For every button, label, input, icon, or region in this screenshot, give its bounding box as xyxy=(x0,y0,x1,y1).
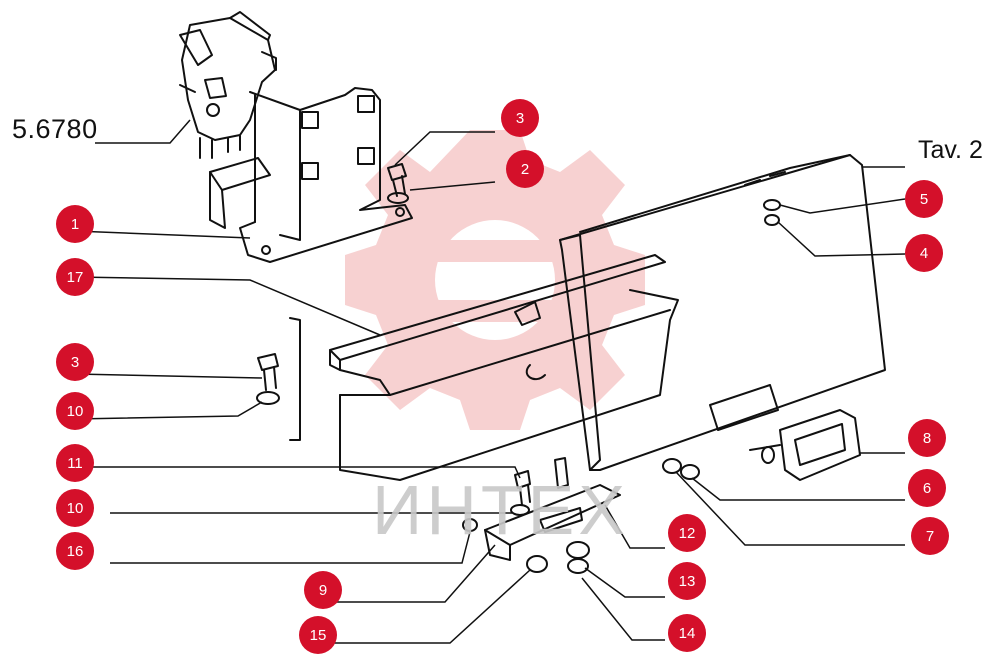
callout-11: 11 xyxy=(56,444,94,482)
callout-5: 5 xyxy=(905,180,943,218)
washers-4-5 xyxy=(763,199,781,226)
callout-16: 16 xyxy=(56,532,94,570)
callout-8: 8 xyxy=(908,419,946,457)
callout-1: 1 xyxy=(56,205,94,243)
frame-edge xyxy=(289,317,301,441)
watermark-logo xyxy=(345,130,645,430)
callout-4: 4 xyxy=(905,234,943,272)
bolt-left xyxy=(256,353,280,405)
bolt-top xyxy=(387,163,409,204)
callout-17: 17 xyxy=(56,258,94,296)
nuts-6-7 xyxy=(662,458,700,480)
callout-15: 15 xyxy=(299,616,337,654)
callout-3-left: 3 xyxy=(56,343,94,381)
callout-10-upper: 10 xyxy=(56,392,94,430)
callout-2: 2 xyxy=(506,150,544,188)
part-number-label: 5.6780 xyxy=(12,114,98,144)
callout-7: 7 xyxy=(911,517,949,555)
callout-3-top: 3 xyxy=(501,99,539,137)
callout-9: 9 xyxy=(304,571,342,609)
callout-13: 13 xyxy=(668,562,706,600)
callout-10-lower: 10 xyxy=(56,489,94,527)
callout-6: 6 xyxy=(908,469,946,507)
side-panel xyxy=(559,154,886,471)
leader-lines xyxy=(74,119,906,644)
tray xyxy=(329,254,679,481)
handle xyxy=(749,409,861,481)
table-label: Tav. 2 xyxy=(918,136,983,164)
valve-assembly xyxy=(179,11,277,159)
hinge xyxy=(462,457,621,574)
bracket xyxy=(209,87,413,263)
callout-12: 12 xyxy=(668,514,706,552)
callout-14: 14 xyxy=(668,614,706,652)
watermark-text: ИНТЕХ xyxy=(372,471,630,549)
